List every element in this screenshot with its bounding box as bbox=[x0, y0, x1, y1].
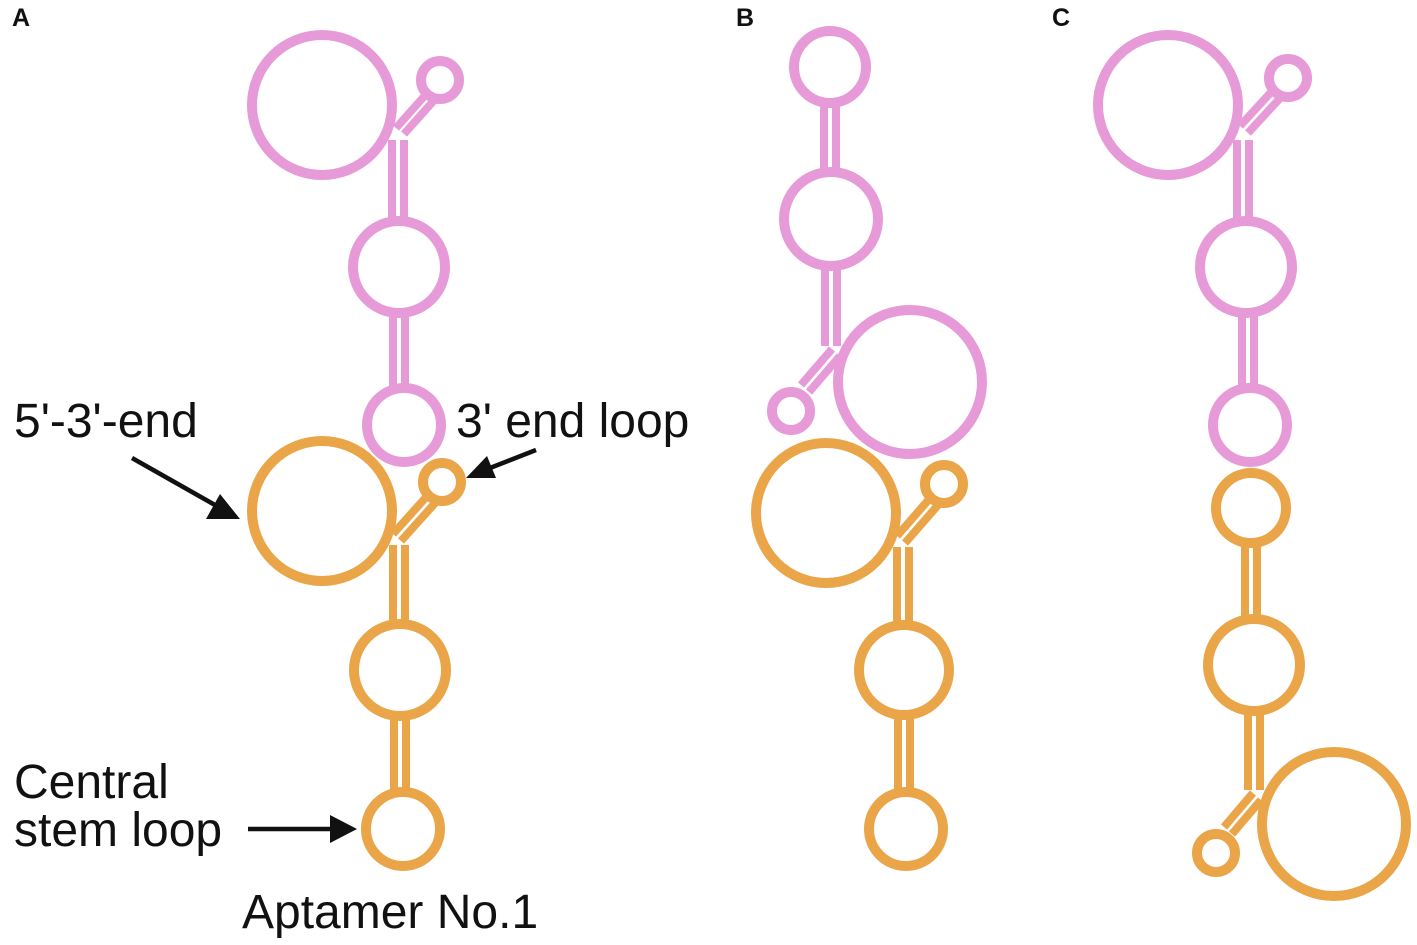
panel-a-lower-mid-loop bbox=[349, 619, 451, 721]
panel-c-upper-mid-loop bbox=[1195, 216, 1297, 318]
panel-b-lower-bottom-loop bbox=[864, 787, 948, 871]
panel-b-lower-mid-loop bbox=[854, 620, 954, 720]
panel-c-lower-branch-rail-1 bbox=[1220, 790, 1257, 830]
arrow-5-3-end-head bbox=[206, 494, 240, 519]
panel-b-lower-branch-rail-1 bbox=[893, 494, 935, 539]
panel-b-upper-mid-loop bbox=[779, 167, 883, 271]
panel-c-lower-large-loop bbox=[1257, 747, 1411, 901]
panel-a-upper-large-loop bbox=[247, 30, 397, 180]
panel-b-upper-small-loop bbox=[767, 387, 815, 435]
label-5-3-end: 5'-3'-end bbox=[14, 395, 198, 448]
panel-c-lower-small-loop bbox=[1192, 829, 1240, 877]
panel-b-upper-branch-rail-1 bbox=[797, 346, 836, 388]
panel-b-lower-aptamer bbox=[751, 438, 968, 871]
arrow-3-end-loop-shaft bbox=[489, 447, 537, 471]
panel-a-structure: 5'-3'-end 3' end loop Central stem loop … bbox=[14, 30, 689, 939]
panel-a-upper-bottom-loop bbox=[362, 383, 446, 467]
panel-b-structure bbox=[751, 26, 987, 871]
arrow-central-stem-loop-head bbox=[330, 815, 357, 843]
panel-c-upper-large-loop bbox=[1093, 30, 1243, 180]
panel-b-upper-top-loop bbox=[789, 26, 871, 108]
panel-c-lower-mid-loop bbox=[1203, 614, 1305, 716]
panel-c-structure bbox=[1093, 30, 1411, 901]
panel-b-lower-small-loop bbox=[920, 460, 968, 508]
panel-a-5-3-end-loop bbox=[247, 436, 397, 586]
label-central-line-1: Central bbox=[14, 756, 169, 809]
panel-a-upper-branch-rail-1 bbox=[393, 88, 432, 131]
panel-a-upper-mid-loop bbox=[348, 216, 450, 318]
panel-b-lower-large-loop bbox=[751, 438, 901, 588]
panel-a-upper-branch-rail-2 bbox=[401, 94, 440, 137]
panel-b-lower-branch-rail-2 bbox=[901, 501, 943, 546]
label-aptamer-no-1: Aptamer No.1 bbox=[242, 886, 538, 939]
panel-a-upper-small-loop bbox=[416, 56, 464, 104]
panel-c-upper-bottom-loop bbox=[1208, 383, 1292, 467]
panel-a-lower-branch-rail-1 bbox=[390, 492, 431, 537]
panel-b-upper-aptamer bbox=[767, 26, 987, 459]
panel-b-upper-branch-rail-2 bbox=[805, 353, 844, 395]
panel-label-c: C bbox=[1052, 4, 1070, 32]
panel-b-upper-large-loop bbox=[833, 305, 987, 459]
panel-c-upper-aptamer bbox=[1093, 30, 1312, 467]
panel-label-a: A bbox=[12, 4, 30, 32]
panel-c-lower-branch-rail-2 bbox=[1228, 797, 1265, 837]
panel-a-upper-aptamer bbox=[247, 30, 464, 467]
panel-label-b: B bbox=[736, 4, 754, 32]
panel-c-upper-branch-rail-1 bbox=[1237, 86, 1277, 129]
panel-c-upper-small-loop bbox=[1264, 54, 1312, 102]
arrow-5-3-end-shaft bbox=[130, 456, 217, 507]
label-3-end-loop: 3' end loop bbox=[456, 395, 689, 448]
arrow-3-end-loop-head bbox=[466, 456, 496, 478]
panel-c-lower-top-loop bbox=[1211, 468, 1291, 548]
panel-c-lower-aptamer bbox=[1192, 468, 1411, 901]
panel-a-lower-branch-rail-2 bbox=[398, 499, 439, 544]
label-central-line-2: stem loop bbox=[14, 804, 222, 857]
panel-a-3-end-loop bbox=[418, 458, 466, 506]
panel-a-central-stem-loop bbox=[361, 787, 445, 871]
panel-a-lower-aptamer bbox=[247, 436, 466, 871]
panel-c-upper-branch-rail-2 bbox=[1245, 93, 1285, 136]
